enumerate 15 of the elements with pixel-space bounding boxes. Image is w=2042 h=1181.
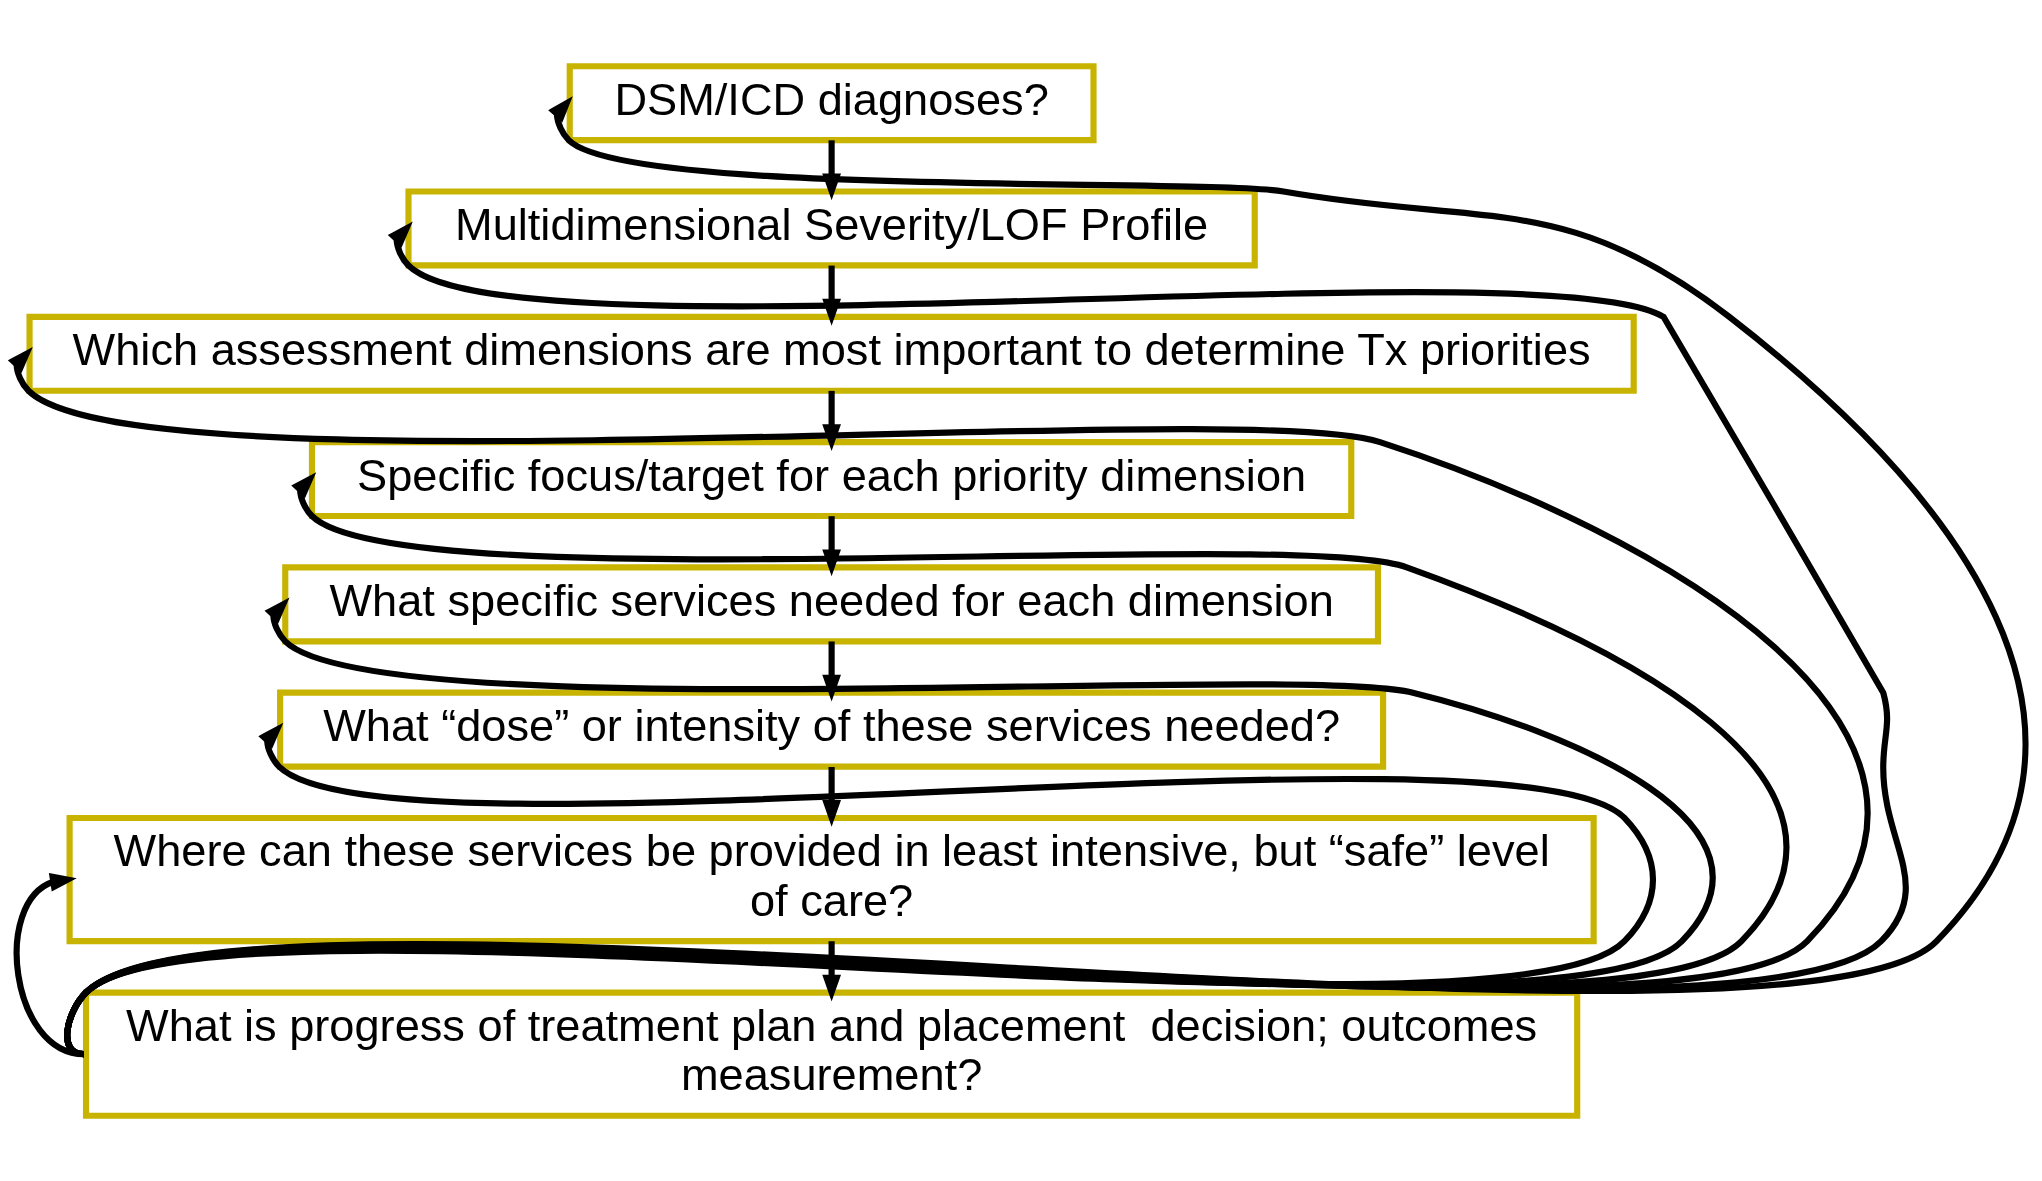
arrow bbox=[13, 872, 85, 1057]
arrow bbox=[822, 940, 841, 1002]
arrow bbox=[822, 515, 841, 576]
node-box: What “dose” or intensity of these services needed? bbox=[277, 689, 1387, 770]
node-box: What specific services needed for each dimension bbox=[282, 563, 1382, 644]
node-box: DSM/ICD diagnoses? bbox=[566, 62, 1097, 143]
arrow bbox=[822, 390, 841, 451]
node-box: Multidimensional Severity/LOF Profile bbox=[405, 187, 1258, 269]
arrow bbox=[8, 346, 1869, 1055]
node-box: What is progress of treatment plan and placement decision; outcomes measurement? bbox=[82, 988, 1581, 1119]
arrow bbox=[822, 640, 841, 702]
node-box: Specific focus/target for each priority dimension bbox=[308, 438, 1355, 519]
arrow bbox=[822, 766, 841, 827]
node-box: Where can these services be provided in least intensive, but “safe” level of care? bbox=[66, 814, 1597, 944]
node-box: Which assessment dimensions are most important to determine Tx priorities bbox=[26, 313, 1637, 394]
